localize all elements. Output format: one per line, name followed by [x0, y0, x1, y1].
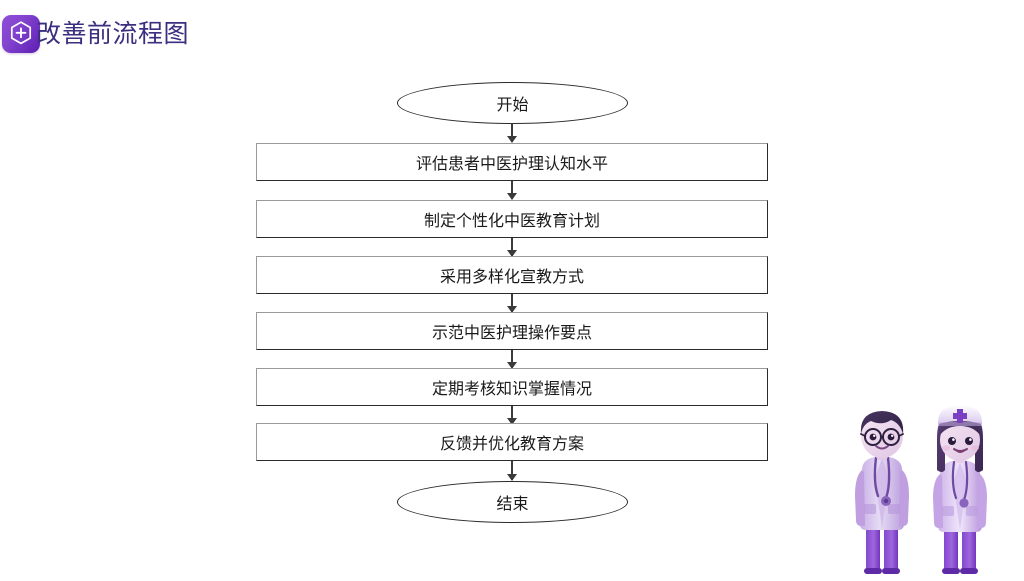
nurse-figure — [933, 405, 987, 574]
flow-connector-arrow — [507, 181, 517, 200]
flow-node-label: 反馈并优化教育方案 — [439, 434, 584, 453]
page-title: 改善前流程图 — [36, 19, 190, 48]
flow-node-step-5: 定期考核知识掌握情况 — [256, 368, 768, 406]
doctor-figure — [855, 411, 909, 574]
hexagon-plus-icon — [2, 15, 40, 53]
flow-connector-arrow — [507, 238, 517, 257]
flow-node-label: 评估患者中医护理认知水平 — [415, 154, 608, 173]
flow-node-label: 开始 — [496, 95, 529, 114]
flow-connector-arrow — [507, 461, 517, 481]
flow-node-end: 结束 — [397, 481, 628, 523]
flow-node-label: 采用多样化宣教方式 — [439, 267, 584, 286]
page-header: 改善前流程图 — [0, 0, 1024, 64]
flow-node-label: 结束 — [496, 494, 529, 513]
flow-node-step-6: 反馈并优化教育方案 — [256, 423, 768, 461]
flow-node-step-2: 制定个性化中医教育计划 — [256, 200, 768, 238]
doctor-and-nurse-illustration — [842, 400, 1018, 576]
flow-node-label: 示范中医护理操作要点 — [431, 323, 592, 342]
flow-node-step-1: 评估患者中医护理认知水平 — [256, 143, 768, 181]
flow-connector-arrow — [507, 350, 517, 369]
flow-node-step-4: 示范中医护理操作要点 — [256, 312, 768, 350]
flow-node-label: 制定个性化中医教育计划 — [423, 211, 600, 230]
flow-connector-arrow — [507, 406, 517, 425]
flow-connector-arrow — [507, 123, 517, 143]
flow-node-start: 开始 — [397, 82, 628, 124]
flow-connector-arrow — [507, 294, 517, 313]
flow-node-step-3: 采用多样化宣教方式 — [256, 256, 768, 294]
flow-node-label: 定期考核知识掌握情况 — [431, 379, 592, 398]
